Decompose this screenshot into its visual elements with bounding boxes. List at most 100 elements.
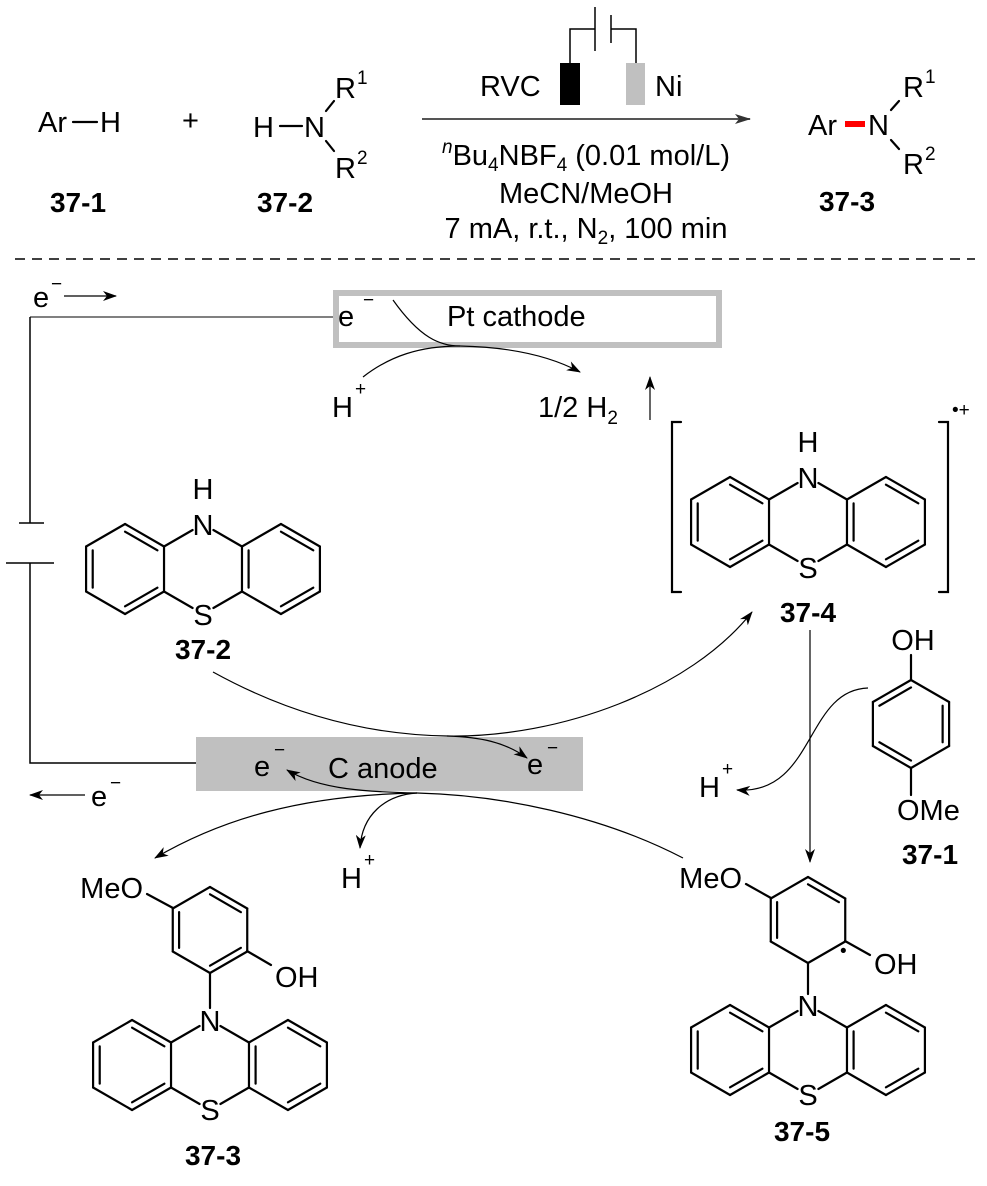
ring-bond: [247, 1086, 290, 1112]
cathode-electron-arrow: [392, 299, 581, 373]
product-r2-sup: 2: [925, 144, 936, 165]
electron-in-charge: −: [51, 274, 62, 295]
anode-electron-right-e: e: [527, 749, 543, 781]
ring-double-bond: [123, 586, 159, 608]
ring-bond: [240, 522, 283, 548]
cathode-material: Ni: [655, 71, 682, 103]
ring-bond: [212, 590, 244, 610]
ring-bond: [689, 543, 732, 569]
ring-bond: [845, 1071, 888, 1097]
anode-electron-left-e: e: [254, 751, 270, 783]
ring-bond: [689, 475, 732, 501]
electron-to-anode-arrow: [286, 769, 418, 794]
electron-out-e: e: [91, 781, 107, 813]
ring-bond: [171, 950, 212, 975]
reactant2-r2: R: [335, 153, 356, 185]
conditions-parameters: 7 mA, r.t., N2, 100 min: [445, 213, 728, 249]
ring-bond: [884, 1003, 927, 1029]
n-r1-bond: [324, 99, 336, 113]
plus-sign: +: [182, 105, 199, 137]
equation: Ar H 37-1 + H N R 1 R 2 37-2 RVC Ni nBu4…: [38, 7, 936, 249]
c37-3-oh: OH: [275, 962, 319, 994]
ring-bond: [728, 543, 771, 569]
ring-bond: [240, 590, 283, 616]
ring-bond: [845, 543, 888, 569]
product-r1-sup: 1: [925, 67, 936, 88]
anode-label: C anode: [328, 753, 438, 785]
mechanism: e − e − Pt cathode H + 1/2 H2 H N S 37-2…: [6, 274, 970, 1171]
c37-4-n: N: [798, 463, 819, 495]
electron-release-arrow: [446, 735, 528, 759]
ring-bond: [130, 1086, 173, 1112]
reactant1-label: 37-1: [50, 187, 106, 218]
c37-5-s: S: [798, 1080, 817, 1112]
ring-bond: [123, 590, 166, 616]
c37-2-s: S: [193, 600, 212, 632]
compound-37-5: [689, 875, 927, 1097]
product-n-r2-bond: [889, 138, 901, 151]
arrow-to-37-3: [154, 792, 418, 859]
c37-5-oh: OH: [874, 949, 918, 981]
ring-bond: [247, 1018, 290, 1044]
c37-4-s: S: [798, 553, 817, 585]
product-r1: R: [903, 72, 924, 104]
ring-bond: [728, 1003, 771, 1029]
ring-bond: [689, 1071, 732, 1097]
ring-double-bond: [286, 1082, 322, 1104]
ring-bond: [212, 528, 244, 548]
compound-37-1: [871, 678, 951, 770]
ring-double-bond: [130, 1026, 166, 1048]
ring-bond: [219, 1086, 251, 1106]
proton-release-arrow-right: [736, 687, 869, 796]
c37-4-h: H: [798, 427, 819, 459]
c37-3-oh-bond: [245, 949, 273, 967]
hydrogen-gas: 1/2 H2: [538, 392, 618, 429]
c37-5-label: 37-5: [774, 1116, 830, 1147]
c37-5-radical-dot: •: [840, 941, 847, 962]
ring-bond: [286, 1018, 329, 1044]
ring-double-bond: [884, 1067, 920, 1089]
compound-37-4: [689, 475, 927, 569]
ring-bond: [767, 1071, 799, 1091]
ring-bond: [845, 1003, 888, 1029]
product-ar: Ar: [808, 110, 837, 142]
anode-material: RVC: [480, 71, 541, 103]
proton-right-charge: +: [722, 759, 733, 780]
ring-bond: [806, 875, 847, 900]
ring-bond: [123, 522, 166, 548]
reactant1-h: H: [100, 107, 121, 139]
c37-1-label: 37-1: [902, 839, 958, 870]
ring-double-bond: [208, 946, 243, 967]
product-r2: R: [903, 149, 924, 181]
ring-bond: [884, 1071, 927, 1097]
conditions-solvent: MeCN/MeOH: [499, 178, 673, 210]
reactant2-r1: R: [335, 73, 356, 105]
anode-wire: [29, 563, 196, 764]
c37-3-meo: MeO: [80, 873, 143, 905]
ring-bond: [169, 1024, 201, 1044]
reactant2-n: N: [304, 112, 325, 144]
ring-double-bond: [123, 530, 159, 552]
ring-bond: [171, 885, 212, 910]
ring-double-bond: [279, 586, 315, 608]
ring-bond: [817, 1009, 849, 1029]
ring-bond: [871, 744, 913, 770]
ring-double-bond: [728, 539, 764, 561]
ring-bond: [871, 678, 913, 704]
cell-wire-left: [569, 28, 595, 63]
proton-right-h: H: [699, 772, 720, 804]
ring-bond: [884, 543, 927, 569]
c37-5-meo-bond: [744, 882, 773, 900]
ring-bond: [279, 590, 322, 616]
pt-cathode-box: [333, 290, 722, 348]
ring-bond: [130, 1018, 173, 1044]
c-anode-box: [196, 737, 583, 791]
ring-bond: [208, 950, 249, 975]
c37-2-n: N: [193, 510, 214, 542]
electron-out-charge: −: [110, 773, 121, 794]
compound-37-3: [91, 885, 329, 1112]
ring-bond: [91, 1086, 134, 1112]
ring-bond: [817, 481, 849, 501]
reactant2-r2-sup: 2: [357, 148, 368, 169]
ring-bond: [84, 590, 127, 616]
